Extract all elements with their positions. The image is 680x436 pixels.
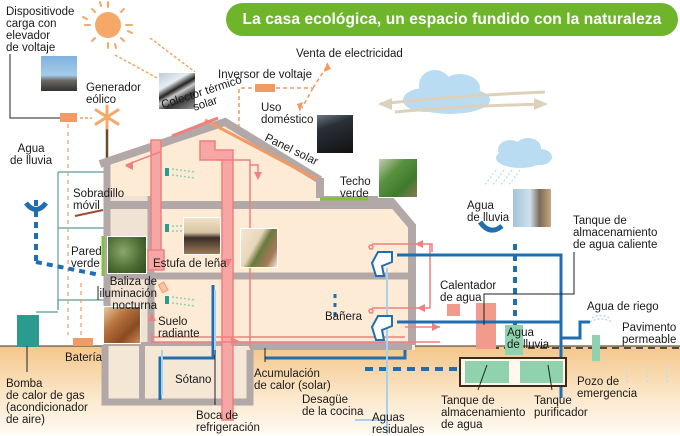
- gas-heat-pump: [17, 315, 39, 347]
- label-movable-eave: Sobradillo móvil: [73, 188, 125, 212]
- label-water-heater: Calentador de agua: [440, 280, 497, 304]
- air-vent-icon: [165, 168, 196, 307]
- purifier-tank: [520, 361, 563, 383]
- label-rainwater-right: Agua de lluvia: [467, 200, 510, 224]
- label-permeable-pavement: Pavimento permeable: [622, 322, 677, 346]
- rain-cloud-icon: [483, 138, 552, 187]
- light-water-pipes: [161, 268, 388, 434]
- label-emergency-well: Pozo de emergencia: [577, 376, 638, 400]
- sprinkler-icon: [589, 314, 613, 323]
- label-inverter: Inversor de voltaje: [218, 69, 312, 81]
- voltage-device: [60, 113, 77, 122]
- label-cooling-vent: Boca de refrigeración: [196, 410, 260, 434]
- arrow-sell: [324, 62, 331, 72]
- water-storage-tank: [465, 361, 509, 383]
- solar-collector-photo: [158, 72, 196, 110]
- toilet-icon: [370, 251, 393, 341]
- green-roof-photo: [378, 158, 418, 198]
- label-battery: Batería: [65, 352, 103, 364]
- label-rainwater-tank: Agua de lluvia: [507, 327, 550, 351]
- battery: [73, 338, 93, 346]
- label-purifier-tank: Tanque purificador: [534, 395, 588, 419]
- label-kitchen-drain: Desagüe de la cocina: [302, 394, 364, 418]
- night-beacon: [157, 281, 169, 294]
- rainwater-tank: [505, 325, 523, 355]
- label-basement: Sótano: [175, 374, 212, 386]
- emergency-well: [592, 335, 600, 361]
- label-water-storage-tank: Tanque de almacenamiento de agua: [441, 395, 526, 431]
- label-sell-electricity: Venta de electricidad: [296, 48, 403, 60]
- label-green-wall: Pared verde: [71, 246, 102, 270]
- label-wood-stove: Estufa de leña: [153, 258, 227, 270]
- label-domestic-use: Uso doméstico: [261, 102, 314, 126]
- radiant-floor-photo: [103, 306, 141, 344]
- rain-gutter-icon: [477, 220, 504, 233]
- living-room-photo: [240, 228, 278, 268]
- inverter-box: [255, 84, 275, 92]
- label-heat-storage: Acumulación de calor (solar): [254, 368, 331, 392]
- label-green-roof: Techo verde: [340, 176, 371, 200]
- label-bathtub: Bañera: [325, 311, 363, 323]
- seepage-arrows: [626, 365, 668, 384]
- hot-water-pipes: [147, 139, 234, 421]
- leader-lines: [26, 252, 575, 405]
- hot-water-lines: [125, 151, 440, 348]
- solar-panel-photo: [316, 114, 354, 154]
- rain-gutter-icon: [24, 201, 48, 212]
- wind-turbine-photo: [40, 55, 78, 92]
- label-gas-heat-pump: Bomba de calor de gas (acondicionador de…: [6, 378, 88, 426]
- wood-stove-photo: [183, 217, 221, 255]
- label-rainwater-left: Agua de lluvia: [10, 143, 53, 167]
- wind-arrows: [378, 90, 548, 114]
- arrow-use: [297, 102, 303, 112]
- water-heater: [476, 303, 496, 349]
- green-wall-photo: [107, 236, 147, 274]
- label-wind-generator: Generador eólico: [86, 82, 141, 106]
- label-voltage-device: Dispositivode carga con elevador de volt…: [6, 6, 75, 54]
- label-wastewater: Aguas residuales: [372, 412, 425, 436]
- hot-arrows: [125, 161, 440, 345]
- sun-icon: [82, 1, 133, 49]
- movable-eave: [74, 209, 104, 217]
- label-radiant-floor: Suelo radiante: [158, 316, 200, 340]
- label-irrigation-water: Agua de riego: [587, 301, 659, 313]
- water-heater-unit: [447, 304, 460, 316]
- rainwater-photo: [512, 188, 552, 228]
- solar-collector: [171, 116, 219, 138]
- label-night-beacon: Baliza de iluminación nocturna: [99, 276, 157, 312]
- inverter-wiring: [238, 65, 328, 128]
- page-title: La casa ecológica, un espacio fundido co…: [226, 3, 678, 36]
- label-hot-water-tank: Tanque de almacenamiento de agua calient…: [573, 215, 658, 251]
- faucet-icon: [368, 244, 374, 314]
